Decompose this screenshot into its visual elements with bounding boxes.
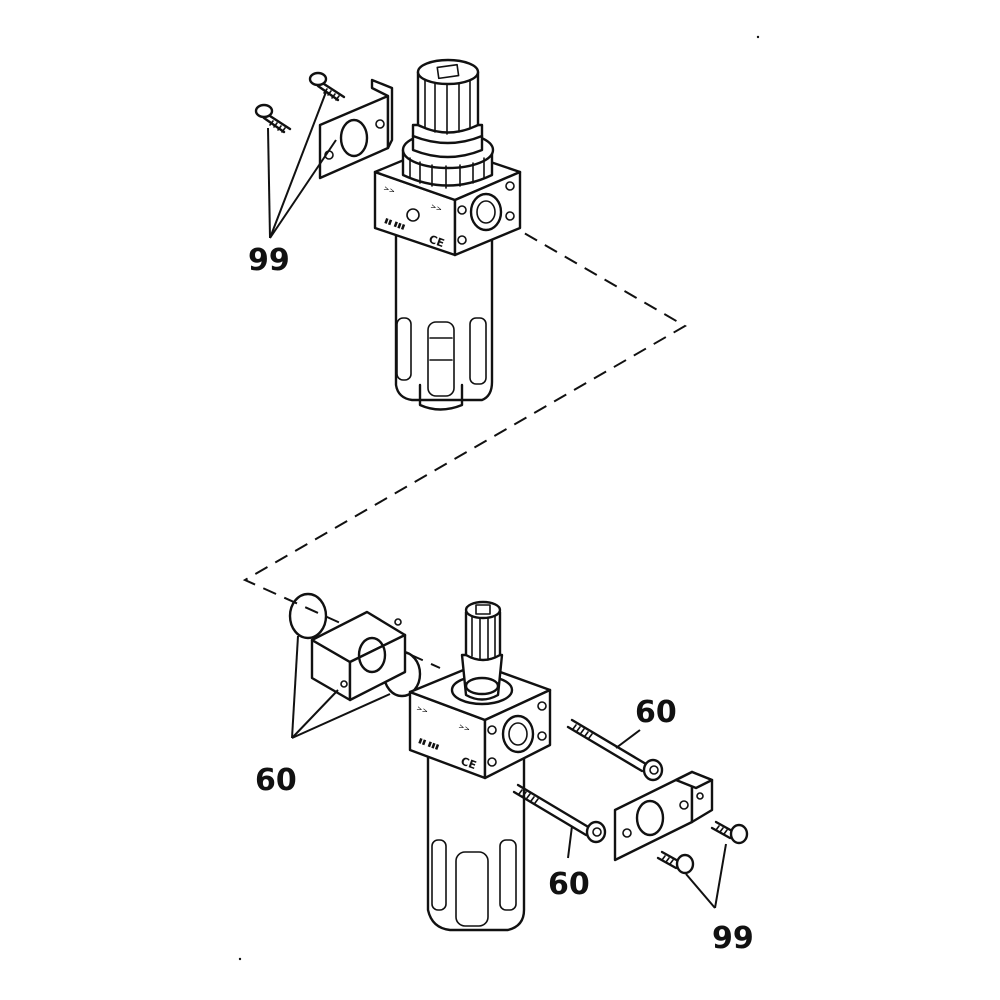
callout-60-bolt-upper: 60: [635, 695, 677, 730]
top-bowl: [394, 223, 494, 411]
bottom-bolt-lower: [512, 783, 607, 844]
svg-text:>>: >>: [415, 704, 429, 716]
svg-text:>>: >>: [382, 184, 396, 196]
ce-mark-top: CE: [427, 233, 446, 251]
top-adjust-knob: [401, 58, 495, 189]
top-screw-upper: [308, 71, 346, 102]
bottom-spacer-block: [310, 610, 407, 702]
svg-text:>>: >>: [429, 202, 443, 214]
bottom-screw-leaders: [685, 843, 727, 909]
callout-99-top: 99: [248, 243, 290, 278]
bottom-body-block: >> >> ▮▮ ▮▮▮ CE: [408, 662, 552, 780]
ce-mark-bottom: CE: [459, 755, 478, 773]
svg-text:>>: >>: [457, 722, 471, 734]
bottom-bolt-lower-leader: [567, 825, 573, 859]
top-regulator-unit: >> >> ▮▮ ▮▮▮ CE: [248, 58, 522, 411]
bottom-mounting-bracket: [613, 770, 714, 862]
bottom-sight-dome: [450, 600, 514, 706]
top-screw-lower: [254, 103, 292, 134]
callout-60-bolt-lower: 60: [548, 867, 590, 902]
callout-60-seals: 60: [255, 763, 297, 798]
bottom-seal-left: [288, 592, 328, 640]
bottom-bowl: [426, 748, 526, 932]
bottom-screw-upper: [710, 820, 749, 845]
top-callout-leaders: [267, 91, 337, 239]
bottom-screw-lower: [656, 850, 695, 875]
bottom-seal-leaders: [291, 635, 391, 739]
bottom-bolt-upper: [566, 718, 664, 782]
speck: [238, 957, 242, 961]
bottom-lubricator-unit: >> >> ▮▮ ▮▮▮ CE: [255, 592, 754, 956]
speck: [756, 35, 760, 39]
callout-99-bottom: 99: [712, 921, 754, 956]
top-mounting-bracket: [318, 78, 394, 180]
bottom-bolt-upper-leader: [615, 729, 641, 749]
assembly-path-dashed: [242, 221, 687, 669]
